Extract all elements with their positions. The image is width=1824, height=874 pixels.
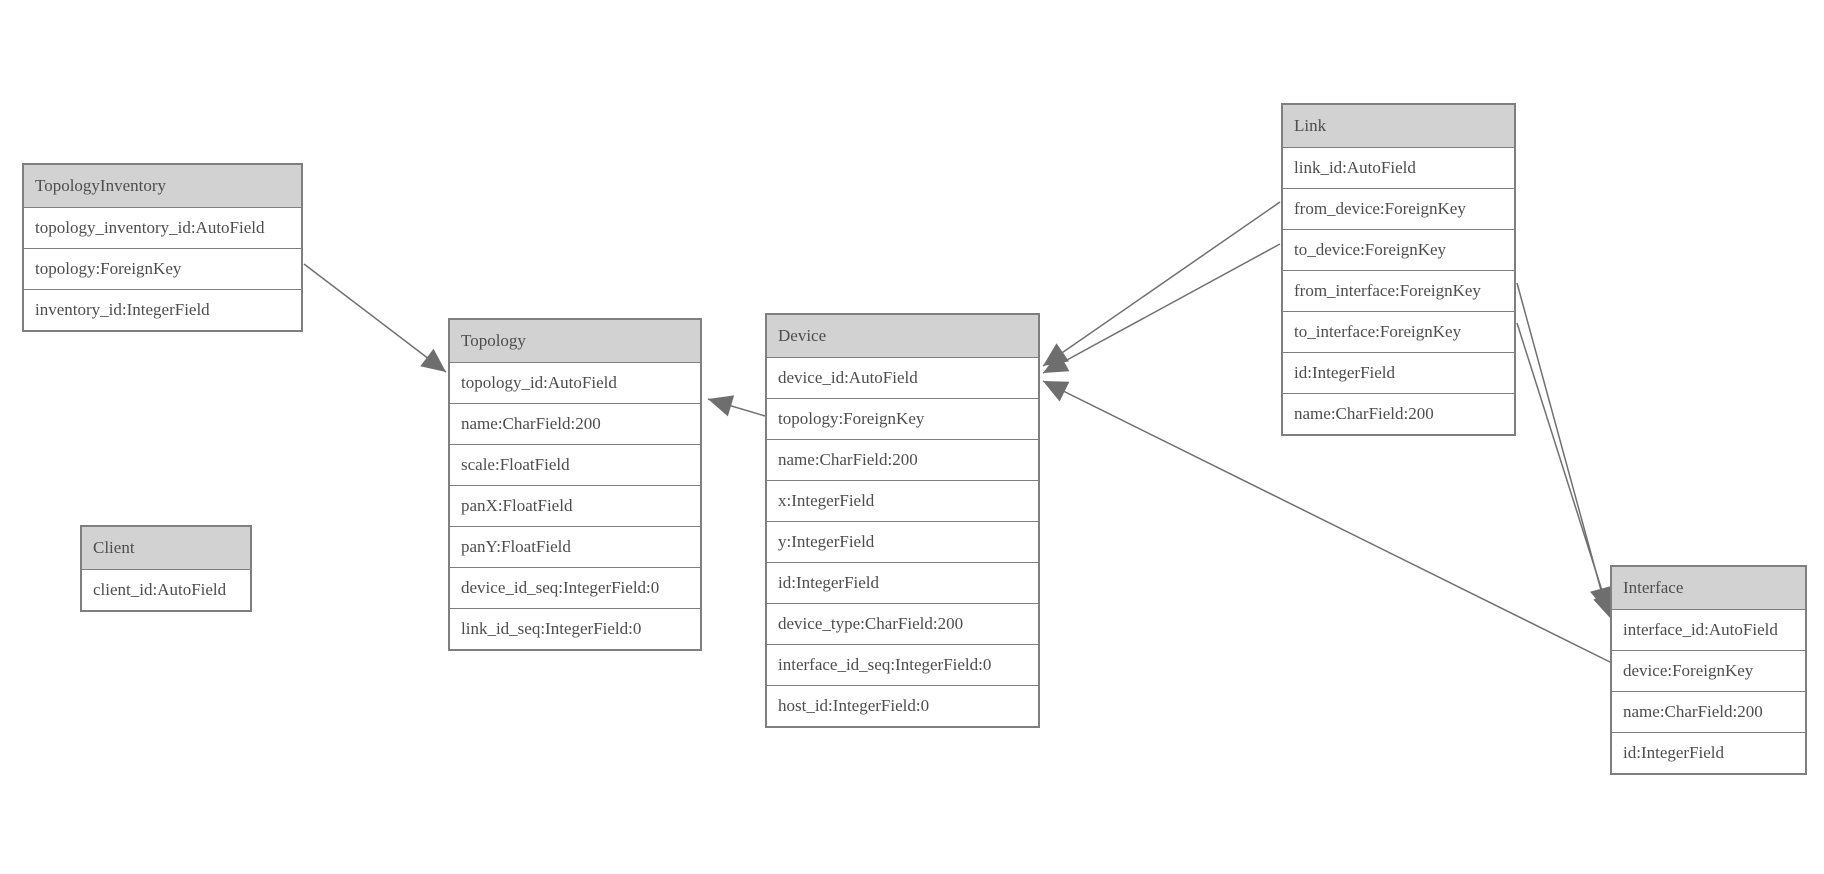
entity-topology-field-panY: panY:FloatField xyxy=(450,526,700,567)
entity-topology-field-panX: panX:FloatField xyxy=(450,485,700,526)
entity-link-field-to_device: to_device:ForeignKey xyxy=(1283,229,1514,270)
entity-topologyinventory-field-inventory_id: inventory_id:IntegerField xyxy=(24,289,301,330)
entity-link-field-name: name:CharField:200 xyxy=(1283,393,1514,434)
relationship-link-to-interface xyxy=(1516,322,1615,620)
entity-client-field-client_id: client_id:AutoField xyxy=(82,570,250,610)
entity-device-field-host_id: host_id:IntegerField:0 xyxy=(767,685,1038,726)
entity-device-field-name: name:CharField:200 xyxy=(767,439,1038,480)
entity-link-title: Link xyxy=(1283,105,1514,148)
relationship-arrowhead xyxy=(708,395,735,417)
entity-topologyinventory-field-topology_inventory_id: topology_inventory_id:AutoField xyxy=(24,208,301,248)
relationship-device-topology xyxy=(707,395,766,417)
entity-device-field-id: id:IntegerField xyxy=(767,562,1038,603)
entity-client-title: Client xyxy=(82,527,250,570)
entity-interface-field-name: name:CharField:200 xyxy=(1612,691,1805,732)
entity-device-field-device_type: device_type:CharField:200 xyxy=(767,603,1038,644)
relationship-arrowhead xyxy=(1043,381,1070,402)
relationship-arrowhead xyxy=(1043,351,1070,373)
entity-device-field-interface_id_seq: interface_id_seq:IntegerField:0 xyxy=(767,644,1038,685)
entity-topology-field-scale: scale:FloatField xyxy=(450,444,700,485)
relationship-line xyxy=(1042,243,1281,374)
entity-link-field-from_device: from_device:ForeignKey xyxy=(1283,188,1514,229)
entity-link-field-link_id: link_id:AutoField xyxy=(1283,148,1514,188)
entity-device-title: Device xyxy=(767,315,1038,358)
entity-interface-field-device: device:ForeignKey xyxy=(1612,650,1805,691)
entity-link-field-from_interface: from_interface:ForeignKey xyxy=(1283,270,1514,311)
relationship-line xyxy=(1042,201,1281,367)
entity-topologyinventory-field-topology: topology:ForeignKey xyxy=(24,248,301,289)
entity-topology-field-link_id_seq: link_id_seq:IntegerField:0 xyxy=(450,608,700,649)
relationship-line xyxy=(303,263,447,373)
entity-interface-title: Interface xyxy=(1612,567,1805,610)
entity-topology-field-topology_id: topology_id:AutoField xyxy=(450,363,700,403)
relationship-arrowhead xyxy=(1593,592,1615,619)
entity-topology-field-device_id_seq: device_id_seq:IntegerField:0 xyxy=(450,567,700,608)
entity-interface-field-id: id:IntegerField xyxy=(1612,732,1805,773)
relationship-topologyinventory-topology xyxy=(303,263,447,373)
entity-link-field-to_interface: to_interface:ForeignKey xyxy=(1283,311,1514,352)
entity-link-field-id: id:IntegerField xyxy=(1283,352,1514,393)
entity-device-field-device_id: device_id:AutoField xyxy=(767,358,1038,398)
relationship-link-from-interface xyxy=(1516,282,1612,613)
relationship-link-to-device xyxy=(1042,243,1281,374)
relationship-interface-device xyxy=(1042,380,1611,663)
entity-device-field-y: y:IntegerField xyxy=(767,521,1038,562)
relationship-line xyxy=(1516,322,1612,620)
entity-device-field-x: x:IntegerField xyxy=(767,480,1038,521)
entity-interface-field-interface_id: interface_id:AutoField xyxy=(1612,610,1805,650)
relationship-link-from-device xyxy=(1042,201,1281,367)
entity-device-field-topology: topology:ForeignKey xyxy=(767,398,1038,439)
entity-topology-field-name: name:CharField:200 xyxy=(450,403,700,444)
relationship-line xyxy=(1042,380,1611,663)
entity-topology-title: Topology xyxy=(450,320,700,363)
relationship-arrowhead xyxy=(420,348,446,372)
entity-topologyinventory-title: TopologyInventory xyxy=(24,165,301,208)
